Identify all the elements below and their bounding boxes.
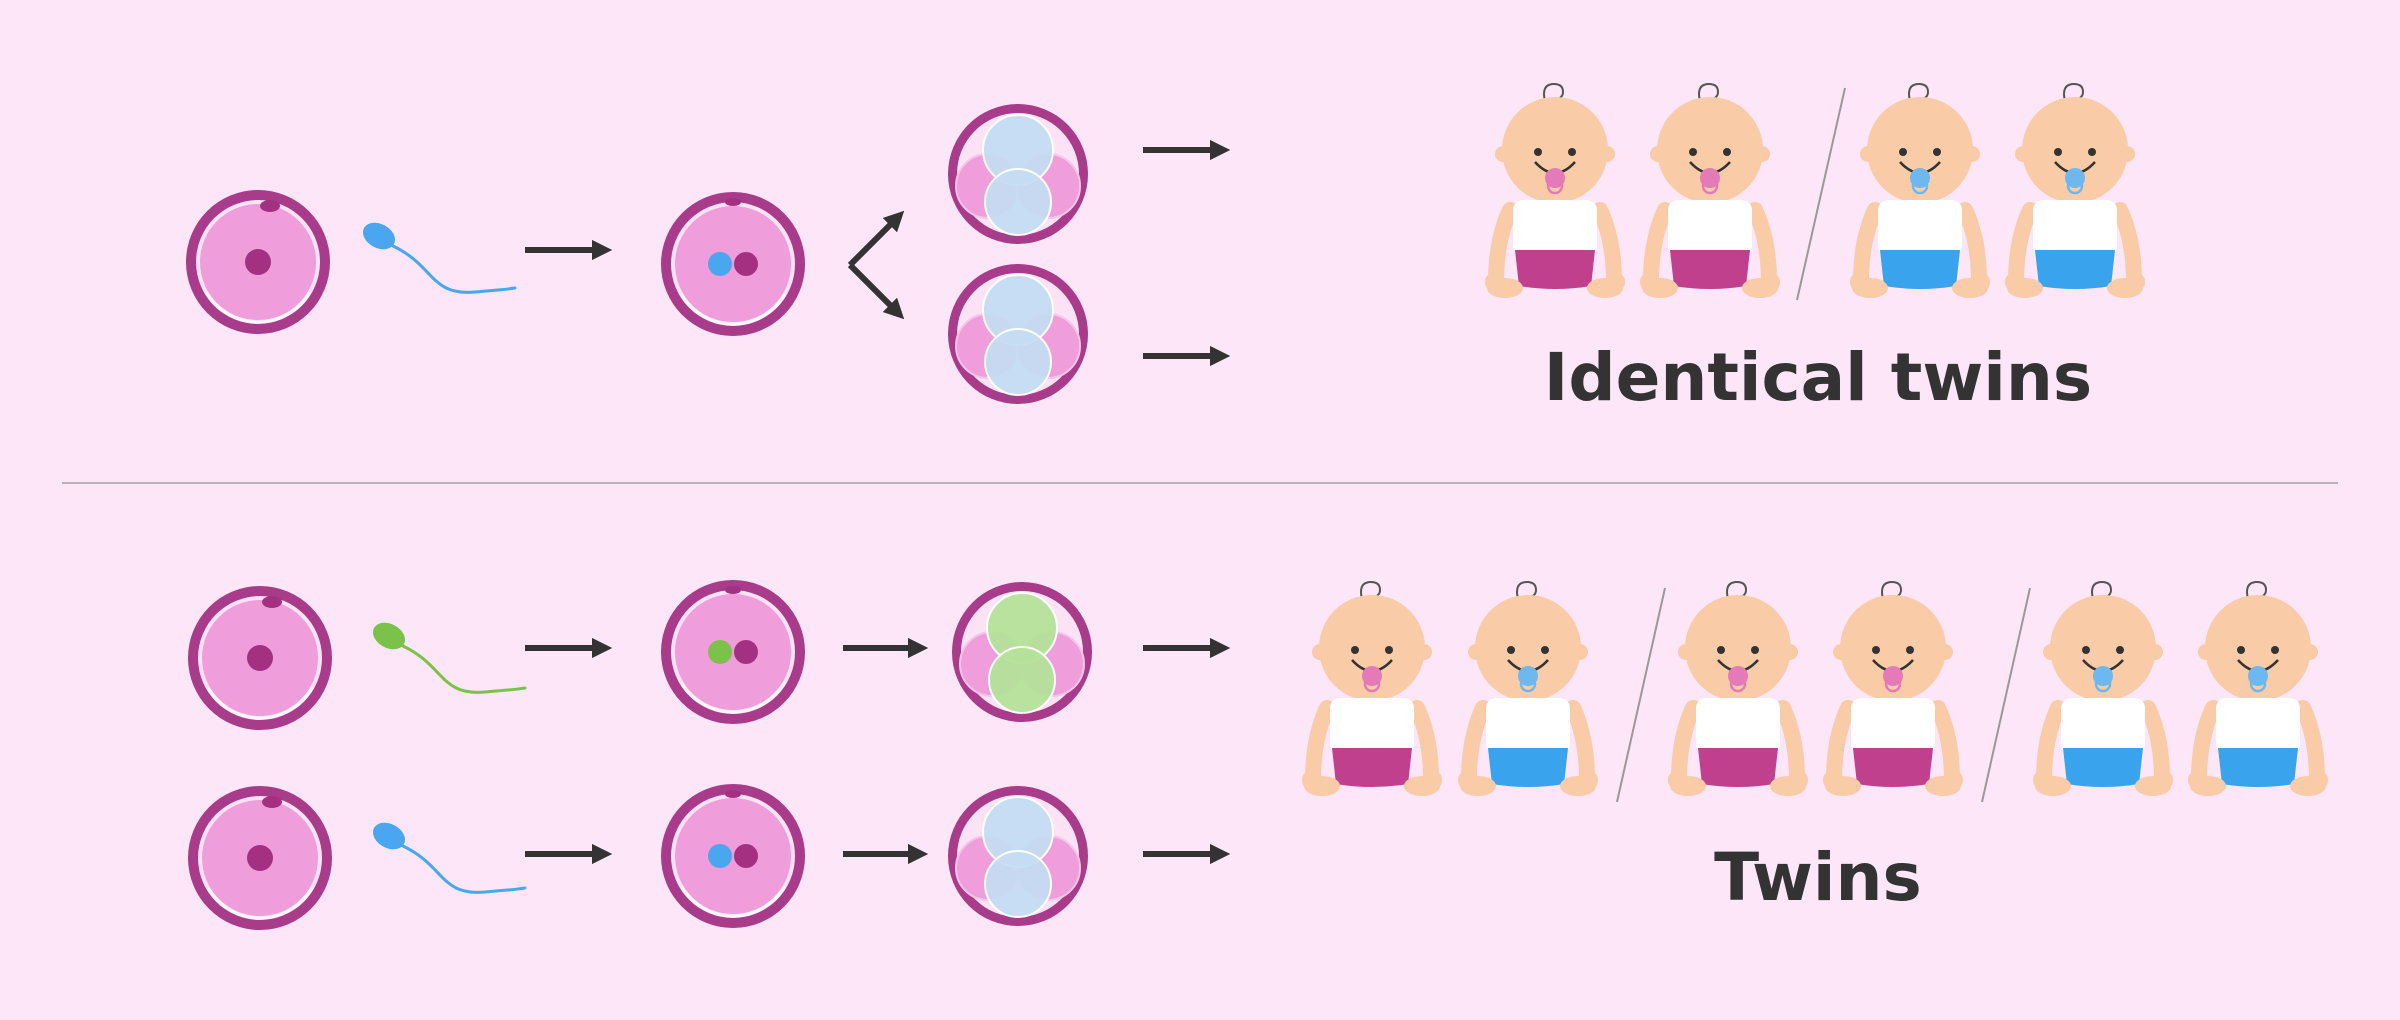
baby-fraternal-1 (1302, 580, 1442, 796)
zygote-fraternal-2 (661, 784, 805, 928)
baby-fraternal-3 (1668, 580, 1808, 796)
baby-identical-1 (1485, 82, 1625, 298)
identical-twins-label: Identical twins (1544, 339, 2092, 416)
egg-identical (186, 190, 330, 334)
sperm-blue-identical (362, 222, 517, 294)
egg-fraternal-2 (188, 786, 332, 930)
sperm-blue-fraternal (372, 822, 527, 894)
baby-identical-3 (1850, 82, 1990, 298)
twins-label: Twins (1714, 839, 1922, 916)
split-arrow-down (847, 262, 905, 320)
baby-identical-4 (2005, 82, 2145, 298)
baby-fraternal-2 (1458, 580, 1598, 796)
embryo-fraternal-2 (948, 786, 1088, 926)
pair-separator-bottom-1 (1616, 587, 1666, 803)
embryo-identical-2 (948, 264, 1088, 404)
split-arrow-up (847, 210, 905, 268)
zygote-identical (661, 192, 805, 336)
baby-fraternal-4 (1823, 580, 1963, 796)
egg-nucleus (247, 645, 273, 671)
embryo-identical-1 (948, 104, 1088, 244)
egg-nucleus (245, 249, 271, 275)
pair-separator-top (1796, 87, 1846, 301)
embryo-fraternal-1 (952, 582, 1092, 722)
sperm-green (372, 622, 527, 694)
egg-fraternal-1 (188, 586, 332, 730)
baby-fraternal-6 (2188, 580, 2328, 796)
pair-separator-bottom-2 (1981, 587, 2031, 803)
baby-identical-2 (1640, 82, 1780, 298)
egg-nucleus (247, 845, 273, 871)
zygote-fraternal-1 (661, 580, 805, 724)
baby-fraternal-5 (2033, 580, 2173, 796)
